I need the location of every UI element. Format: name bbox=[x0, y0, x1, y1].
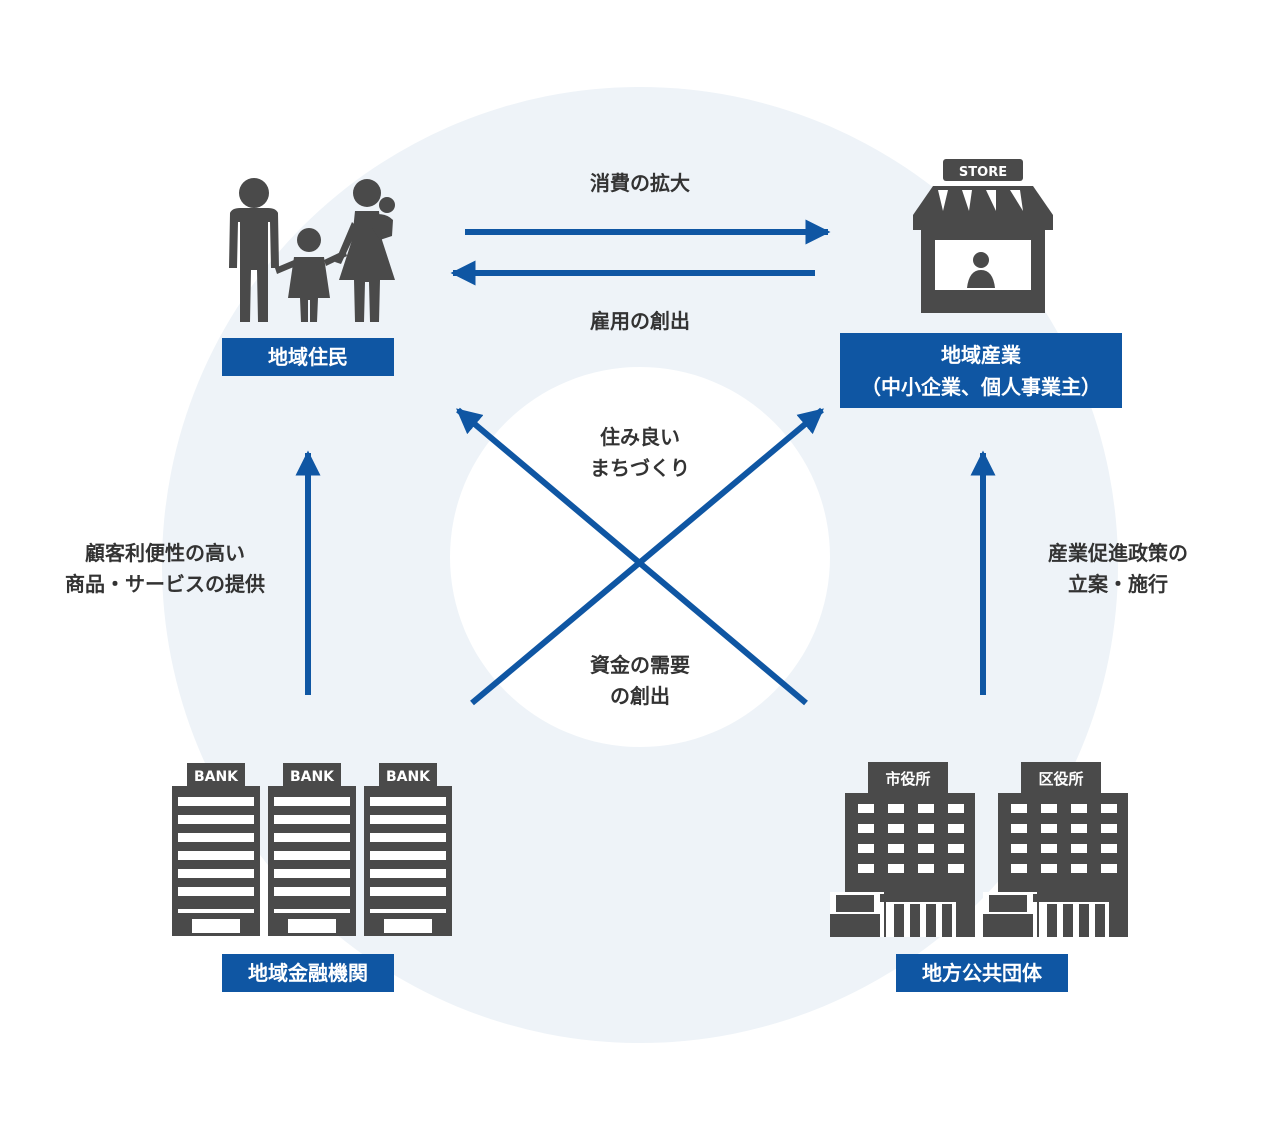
employment-label: 雇用の創出 bbox=[590, 309, 690, 333]
family-icon bbox=[229, 178, 395, 322]
industry-label-line2: （中小企業、個人事業主） bbox=[861, 375, 1101, 399]
city-hall-icon: 市役所 区役所 bbox=[830, 762, 1128, 937]
inner-circle-background bbox=[450, 367, 830, 747]
bank-building-1: BANK bbox=[172, 763, 260, 936]
bank-building-3: BANK bbox=[364, 763, 452, 936]
fund-demand-label: 資金の需要 の創出 bbox=[590, 653, 690, 708]
store-icon: STORE bbox=[913, 159, 1053, 313]
residents-label-box: 地域住民 bbox=[222, 338, 394, 376]
bank-label-box: 地域金融機関 bbox=[222, 954, 394, 992]
ward-office-sign: 区役所 bbox=[1038, 770, 1083, 788]
bank-sign-3: BANK bbox=[386, 769, 431, 785]
city-hall-sign: 市役所 bbox=[885, 770, 930, 788]
consumption-label: 消費の拡大 bbox=[590, 171, 690, 195]
residents-label: 地域住民 bbox=[268, 345, 348, 369]
town-development-label: 住み良い まちづくり bbox=[590, 425, 690, 480]
bank-service-label: 顧客利便性の高い 商品・サービスの提供 bbox=[65, 541, 265, 596]
bank-sign-1: BANK bbox=[194, 769, 239, 785]
arrow-government-to-residents bbox=[456, 407, 808, 706]
arrow-bank-to-industry bbox=[470, 407, 824, 706]
policy-label: 産業促進政策の 立案・施行 bbox=[1048, 541, 1188, 596]
store-sign: STORE bbox=[959, 165, 1007, 180]
bank-sign-2: BANK bbox=[290, 769, 335, 785]
bank-building-2: BANK bbox=[268, 763, 356, 936]
bank-label: 地域金融機関 bbox=[248, 961, 368, 985]
government-label: 地方公共団体 bbox=[922, 961, 1042, 985]
bank-buildings-icon: BANK BANK bbox=[172, 763, 452, 936]
industry-label-line1: 地域産業 bbox=[941, 343, 1021, 367]
city-hall-building-2: 区役所 bbox=[983, 762, 1128, 937]
industry-label-box: 地域産業 （中小企業、個人事業主） bbox=[840, 333, 1122, 408]
city-hall-building-1: 市役所 bbox=[830, 762, 975, 937]
government-label-box: 地方公共団体 bbox=[896, 954, 1068, 992]
